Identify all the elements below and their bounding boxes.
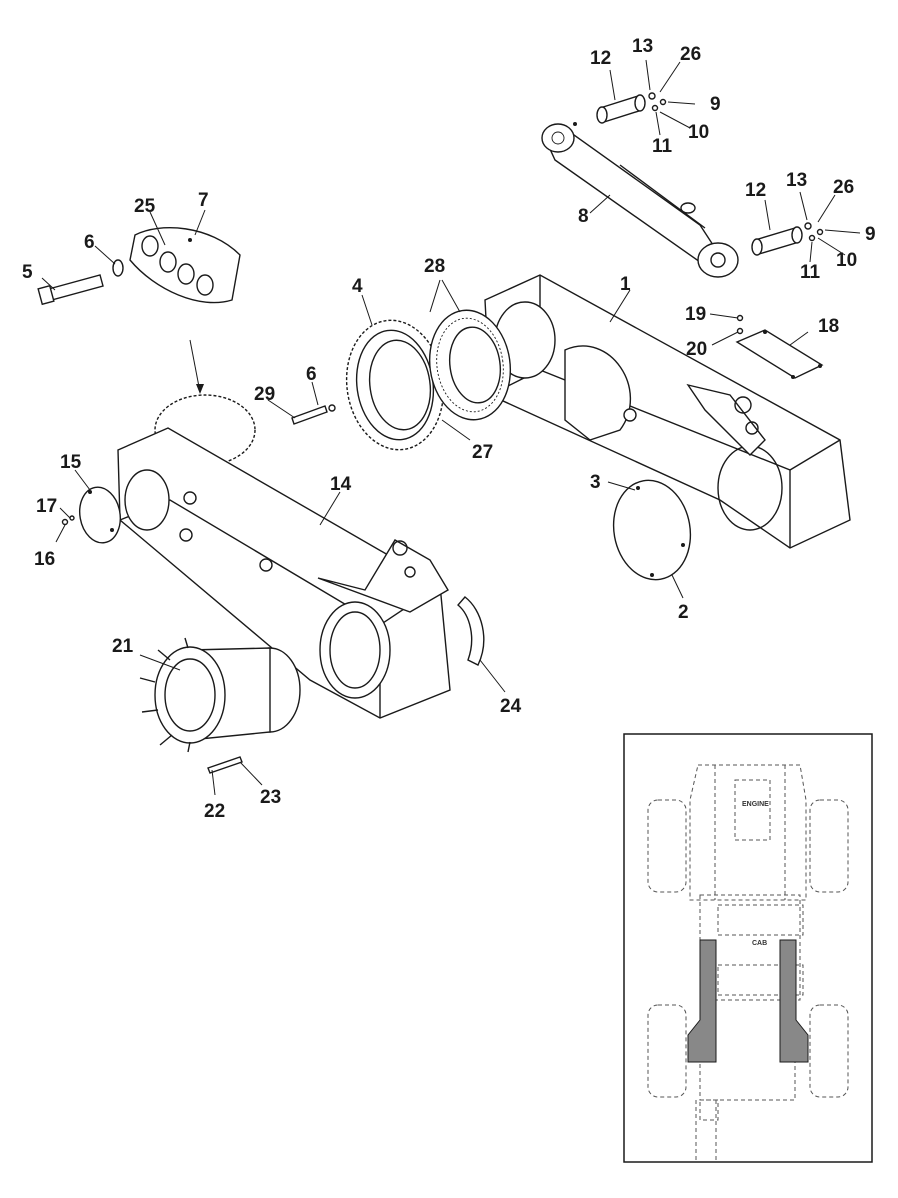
- callout-3: 3: [590, 472, 601, 493]
- cover-plate: [735, 314, 824, 379]
- hydraulic-cylinder: [541, 122, 739, 278]
- callout-29: 29: [254, 384, 275, 405]
- callout-4: 4: [352, 276, 363, 297]
- tandem-housing-left: [117, 394, 451, 719]
- callout-23: 23: [260, 787, 281, 808]
- callout-10-lower: 10: [836, 250, 857, 271]
- callout-2: 2: [678, 602, 689, 623]
- callout-12-lower: 12: [745, 180, 766, 201]
- shim-segment: [457, 596, 485, 666]
- callout-1: 1: [620, 274, 631, 295]
- callout-labels: 1 2 3 4 5 6 6 7 8 9 9 10 10 11 11 12 12 …: [22, 36, 876, 822]
- callout-22: 22: [204, 801, 225, 822]
- callout-11-lower: 11: [800, 262, 821, 283]
- pin-lower: [751, 222, 824, 256]
- callout-26-upper: 26: [680, 44, 701, 65]
- callout-6-upper: 6: [84, 232, 95, 253]
- bolt-5: [37, 259, 124, 306]
- location-inset: ENGINE CAB: [623, 733, 873, 1163]
- callout-12-upper: 12: [590, 48, 611, 69]
- callout-8: 8: [578, 206, 589, 227]
- callout-13-upper: 13: [632, 36, 653, 57]
- callout-19: 19: [685, 304, 706, 325]
- callout-15: 15: [60, 452, 82, 473]
- callout-6-lower: 6: [306, 364, 317, 385]
- access-cover: [612, 479, 692, 581]
- callout-20: 20: [686, 339, 707, 360]
- inset-cab-label: CAB: [752, 940, 767, 947]
- tandem-housing-right: [484, 274, 851, 549]
- callout-28: 28: [424, 256, 445, 277]
- leader-lines: [41, 59, 861, 796]
- ring-gear: [345, 319, 445, 451]
- callout-14: 14: [330, 474, 352, 495]
- callout-17: 17: [36, 496, 57, 517]
- callout-5: 5: [22, 262, 33, 283]
- callout-18: 18: [818, 316, 839, 337]
- pin-upper: [596, 92, 667, 124]
- callout-9-lower: 9: [865, 224, 876, 245]
- callout-13-lower: 13: [786, 170, 807, 191]
- callout-26-lower: 26: [833, 177, 854, 198]
- bearing-segment: [129, 226, 241, 304]
- callout-24: 24: [500, 696, 522, 717]
- side-cover: [61, 486, 121, 544]
- callout-10-upper: 10: [688, 122, 709, 143]
- callout-7: 7: [198, 190, 209, 211]
- callout-16: 16: [34, 549, 55, 570]
- callout-11-upper: 11: [652, 136, 673, 157]
- callout-27: 27: [472, 442, 493, 463]
- bolt-29: [291, 404, 336, 425]
- wheel-hub: [139, 637, 301, 774]
- callout-9-upper: 9: [710, 94, 721, 115]
- inset-engine-label: ENGINE: [742, 801, 769, 808]
- callout-21: 21: [112, 636, 134, 657]
- callout-25: 25: [134, 196, 156, 217]
- bearing: [428, 309, 512, 421]
